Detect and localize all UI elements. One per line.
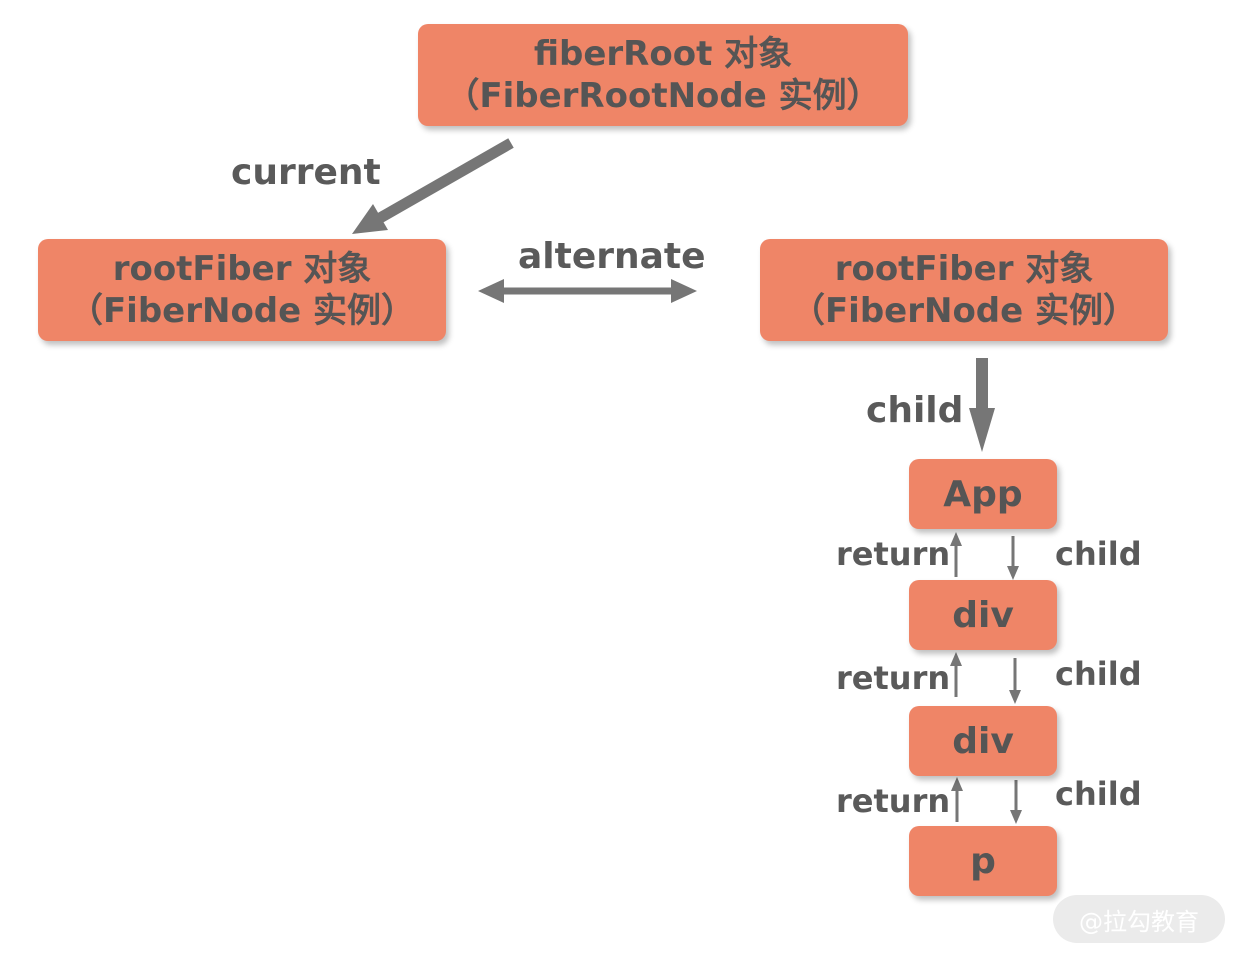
current-root-fiber-node: rootFiber 对象 （FiberNode 实例） [38,239,446,341]
alternate-root-fiber-node: rootFiber 对象 （FiberNode 实例） [760,239,1168,341]
tree-node-app: App [909,459,1057,529]
child-label: child [1055,655,1142,693]
alternate-arrow [478,279,697,303]
tree-node-div: div [909,706,1057,776]
tree-node-p: p [909,826,1057,896]
current-root-fiber-title: rootFiber 对象 [112,248,372,289]
alternate-root-fiber-title: rootFiber 对象 [834,248,1094,289]
child-label-main: child [866,390,964,431]
tree-node-div: div [909,580,1057,650]
current-arrow [352,138,514,234]
return-label: return [836,659,951,697]
fiber-root-node: fiberRoot 对象 （FiberRootNode 实例） [418,24,908,126]
child-arrow [1007,536,1019,580]
child-arrow [1009,658,1021,704]
tree-node-div-label: div [952,720,1014,762]
return-arrow [950,532,962,577]
current-label: current [231,152,381,193]
alternate-root-fiber-subtitle: （FiberNode 实例） [790,291,1138,331]
fiber-root-subtitle: （FiberRootNode 实例） [445,76,881,116]
child-arrow-main [969,358,995,452]
watermark: @拉勾教育 [1053,895,1225,943]
return-label: return [836,782,951,820]
alternate-label: alternate [518,236,706,277]
tree-node-app-label: App [943,473,1023,515]
child-arrow [1010,780,1022,824]
child-label: child [1055,775,1142,813]
child-label: child [1055,535,1142,573]
return-arrow [951,777,963,822]
return-label: return [836,535,951,573]
current-root-fiber-subtitle: （FiberNode 实例） [68,291,416,331]
tree-node-div-label: div [952,594,1014,636]
return-arrow [950,652,962,697]
tree-node-p-label: p [970,840,996,882]
fiber-root-title: fiberRoot 对象 [533,33,793,74]
